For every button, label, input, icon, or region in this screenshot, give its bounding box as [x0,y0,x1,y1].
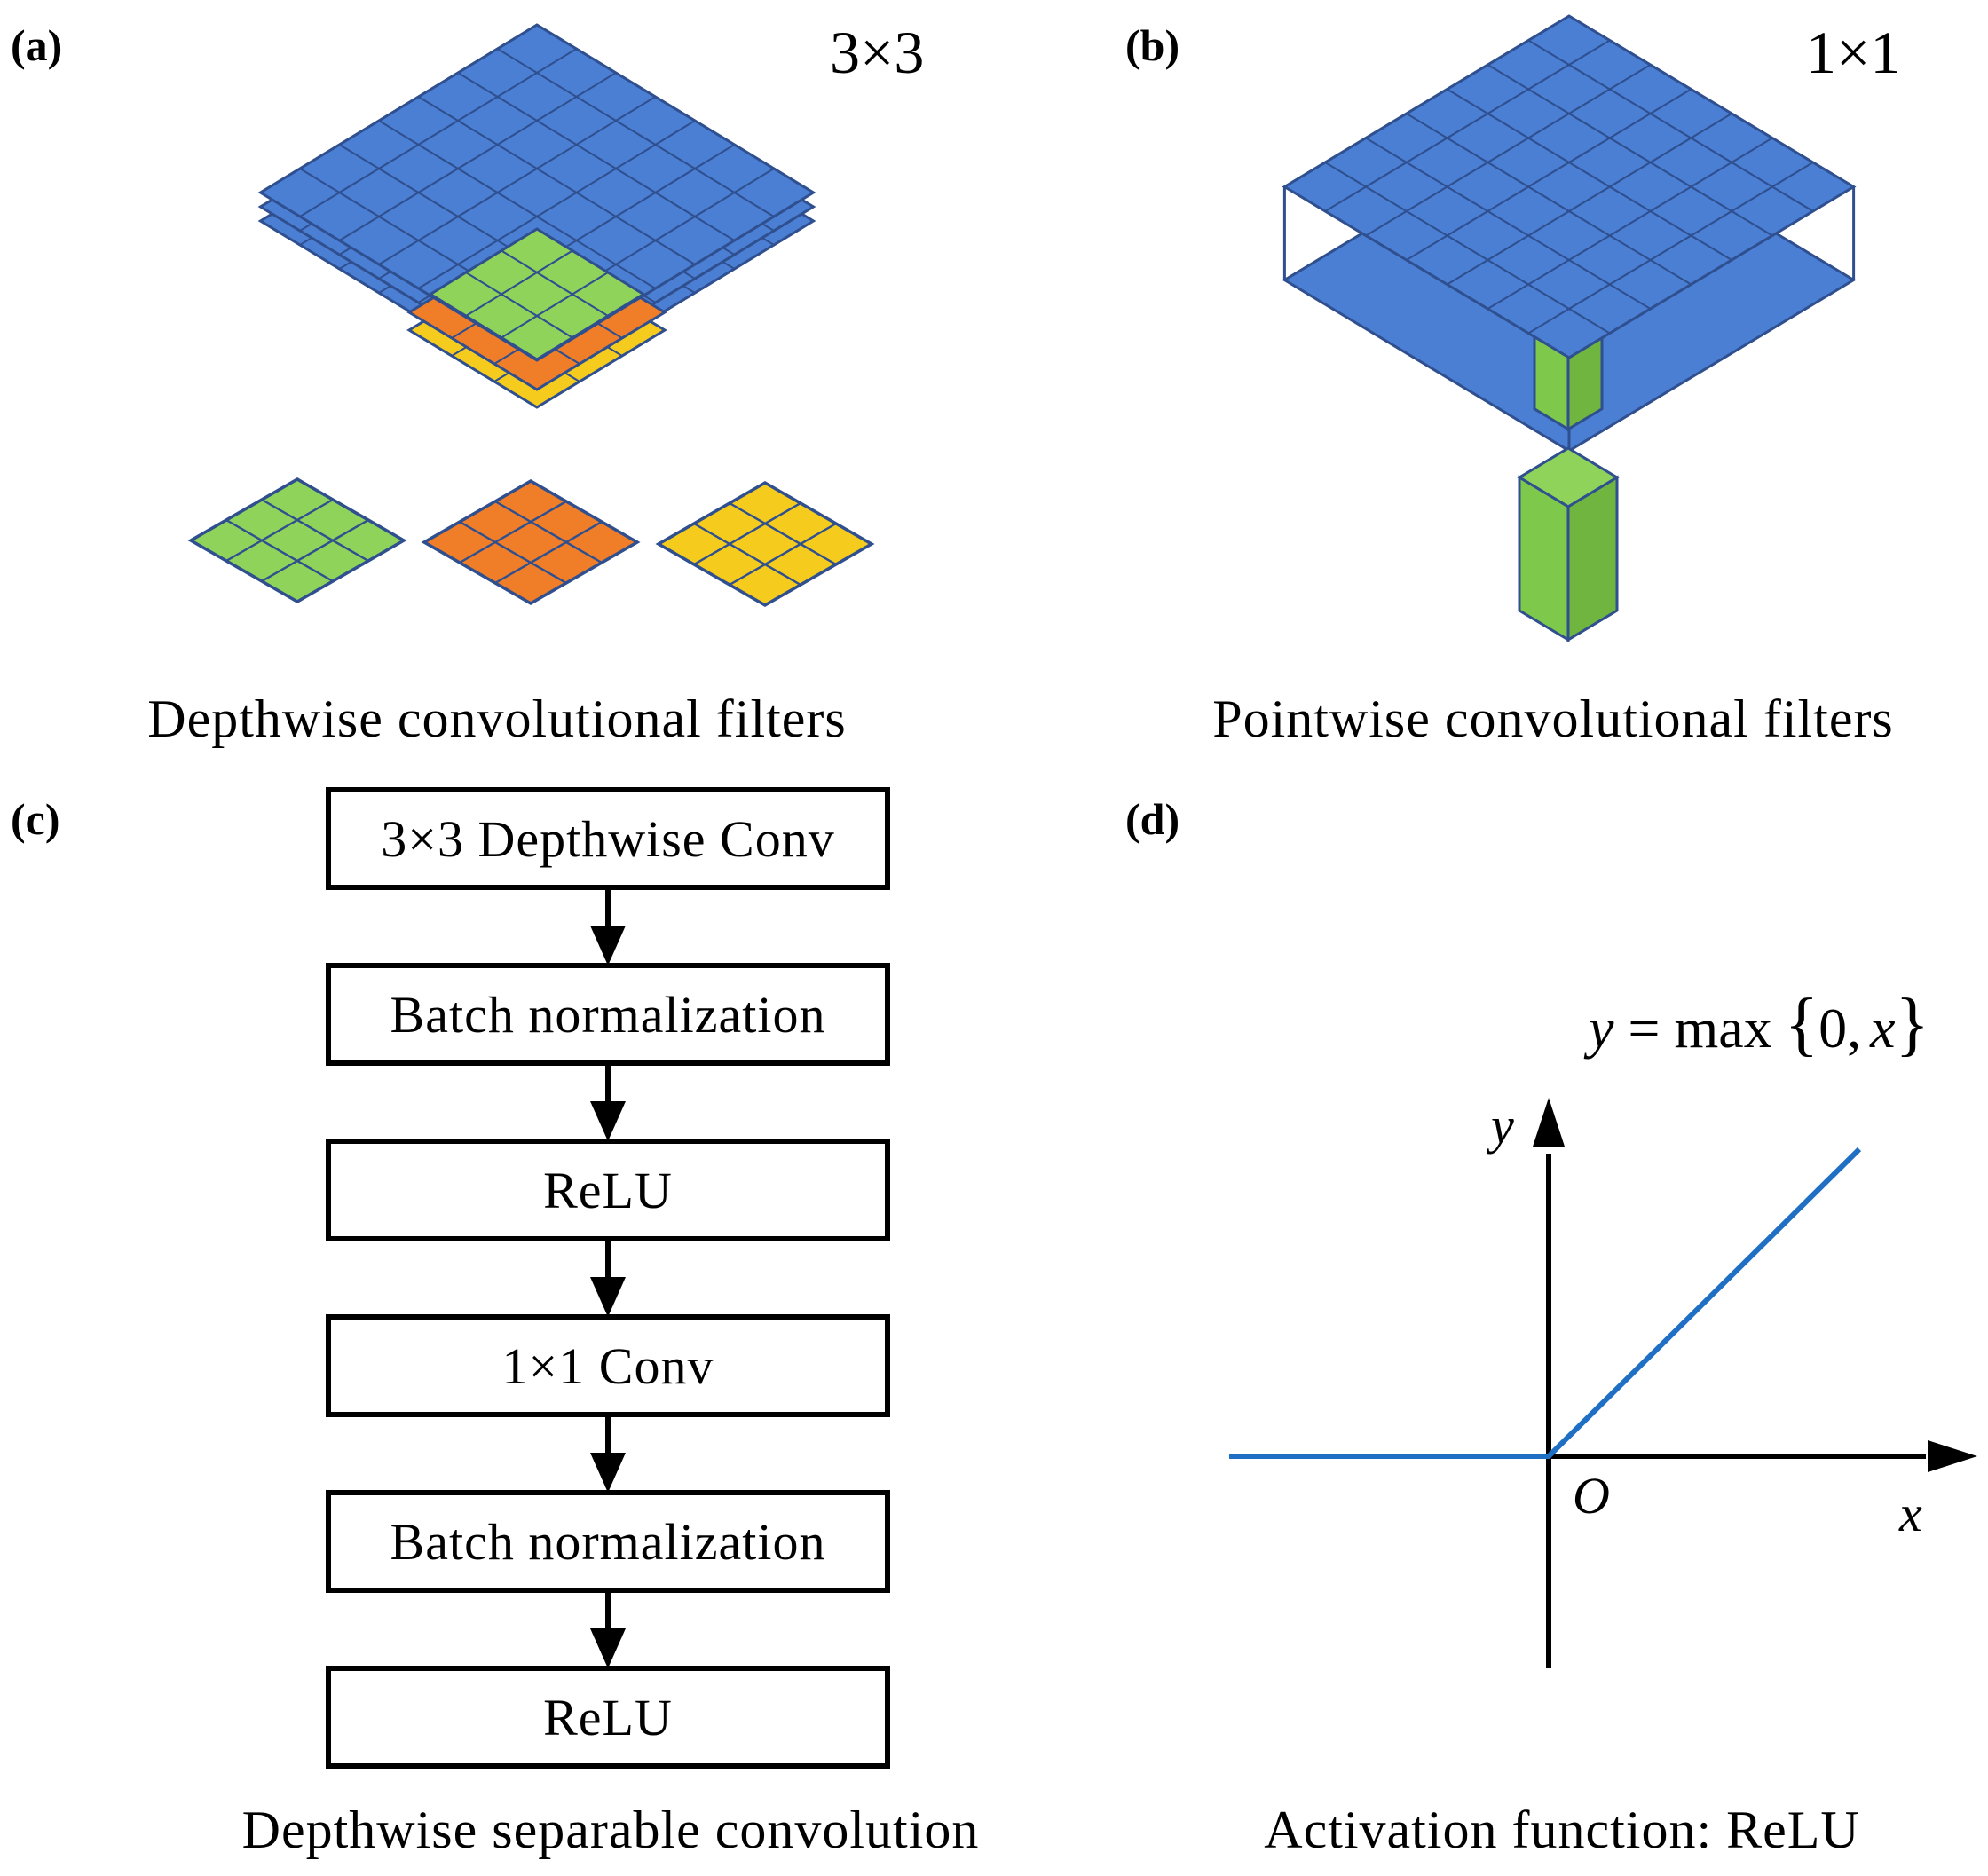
volume-top-plane-surface [1282,14,1857,359]
filter-yellow-gridline [729,501,837,566]
volume-top-plane [1282,14,1857,359]
volume-top-plane-gridline [1487,137,1773,310]
flow-step-box [326,787,890,890]
relu-formula: y = max{0,x} [1583,985,1929,1063]
filter-green-gridline [225,518,334,583]
filter-green-gridline [225,498,334,563]
pointwise-filter [1517,446,1620,642]
filter-green [187,477,407,604]
volume-top-plane-gridline [1527,39,1814,212]
y-axis-arrow [1533,1098,1565,1147]
panel-d-caption: Activation function: ReLU [1264,1801,1860,1859]
filter-orange-gridline [459,520,567,585]
flow-step-box [326,1666,890,1769]
filter-orange-gridline [494,520,603,585]
feature-map-layer-1-gridline [457,72,736,241]
flow-step-label: Batch normalization [390,986,826,1044]
volume-top-plane-gridline [1406,113,1692,286]
feature-map-layer-1-gridline [496,48,775,217]
panel-b-label: (b) [1125,20,1179,70]
volume-top-plane-gridline [1527,162,1814,335]
depthwise-filter-set [187,477,875,608]
filter-yellow-gridline [693,522,801,587]
panel-b-kernel-size: 1×1 [1806,19,1900,86]
flow-step: ReLU [326,1139,890,1317]
flow-arrow-head [590,1453,626,1493]
feature-map-layer-1-gridline [299,48,578,217]
panel-d-label: (d) [1125,794,1179,844]
flow-arrow-head [590,1628,626,1668]
kernel-green-stacked-gridline [465,249,573,317]
feature-map-layer-1-gridline [417,96,696,265]
pointwise-feature-volume [1282,14,1857,453]
pointwise-filter-column-right-face [1566,475,1619,642]
filter-yellow-gridline [693,501,801,566]
flow-step-box [326,1490,890,1593]
feature-map-stack [257,23,816,409]
flow-arrow-head [590,1277,626,1317]
kernel-green-stacked-gridline [501,249,609,317]
flow-step-label: ReLU [543,1162,673,1219]
filter-orange-gridline [494,500,603,564]
filter-yellow [655,480,875,608]
volume-top-plane-gridline [1365,64,1652,237]
flow-step: Batch normalization [326,1490,890,1668]
panel-a-kernel-size: 3×3 [830,19,924,86]
volume-top-plane-gridline [1365,137,1652,310]
feature-map-layer-1-gridline [417,120,696,289]
flow-step: ReLU [326,1666,890,1769]
x-axis-label: x [1898,1485,1922,1542]
panel-a-label: (a) [11,20,62,70]
flow-step: 1×1 Conv [326,1314,890,1493]
volume-top-plane-gridline [1447,113,1732,286]
filter-green-gridline [261,518,369,583]
panel-a-caption: Depthwise convolutional filters [147,690,847,748]
feature-map-layer-1-gridline [378,96,657,265]
filter-yellow-gridline [729,522,837,587]
flow-arrow-head [590,1101,626,1141]
filter-green-gridline [261,498,369,563]
panel-c-caption: Depthwise separable convolution [242,1801,980,1859]
pointwise-filter-column [1517,446,1620,642]
volume-top-plane-gridline [1487,64,1773,237]
filter-orange [421,478,641,606]
feature-map-layer-1-gridline [338,72,617,241]
panel-c-label: (c) [11,794,60,844]
flow-step-label: 1×1 Conv [502,1337,714,1395]
flow-step: 3×3 Depthwise Conv [326,787,890,966]
flow-arrow-head [590,926,626,966]
x-axis-arrow [1928,1440,1977,1472]
panel-b-caption: Pointwise convolutional filters [1212,690,1894,748]
flow-step-label: 3×3 Depthwise Conv [381,810,834,868]
volume-top-plane-gridline [1447,88,1732,261]
relu-curve [1229,1147,1862,1459]
flow-step: Batch normalization [326,963,890,1141]
volume-top-plane-gridline [1406,88,1692,261]
flow-step-label: Batch normalization [390,1513,826,1571]
feature-map-layer-1-gridline [378,120,657,289]
panel-d: (d) y = max{0,x} y x O Activation functi… [1125,794,1977,1859]
filter-orange-surface [421,478,641,606]
volume-top-plane-gridline [1324,39,1611,212]
volume-top-plane-gridline [1324,162,1611,335]
y-axis-label: y [1487,1097,1514,1155]
origin-label: O [1573,1467,1610,1525]
filter-yellow-surface [655,480,875,608]
filter-green-surface [187,477,407,604]
flow-step-box [326,1314,890,1417]
filter-orange-gridline [459,500,567,564]
panel-a: (a) 3×3 Depthwise convolutional filters [11,19,924,748]
kernel-green-stacked-gridline [501,272,609,339]
kernel-green-stacked-gridline [465,272,573,339]
flow-step-label: ReLU [543,1689,673,1746]
panel-b: (b) 1×1 Pointwise convolutional filters [1125,14,1900,748]
kernel-green-stacked [428,227,646,361]
pointwise-filter-column-left-face [1518,475,1570,642]
